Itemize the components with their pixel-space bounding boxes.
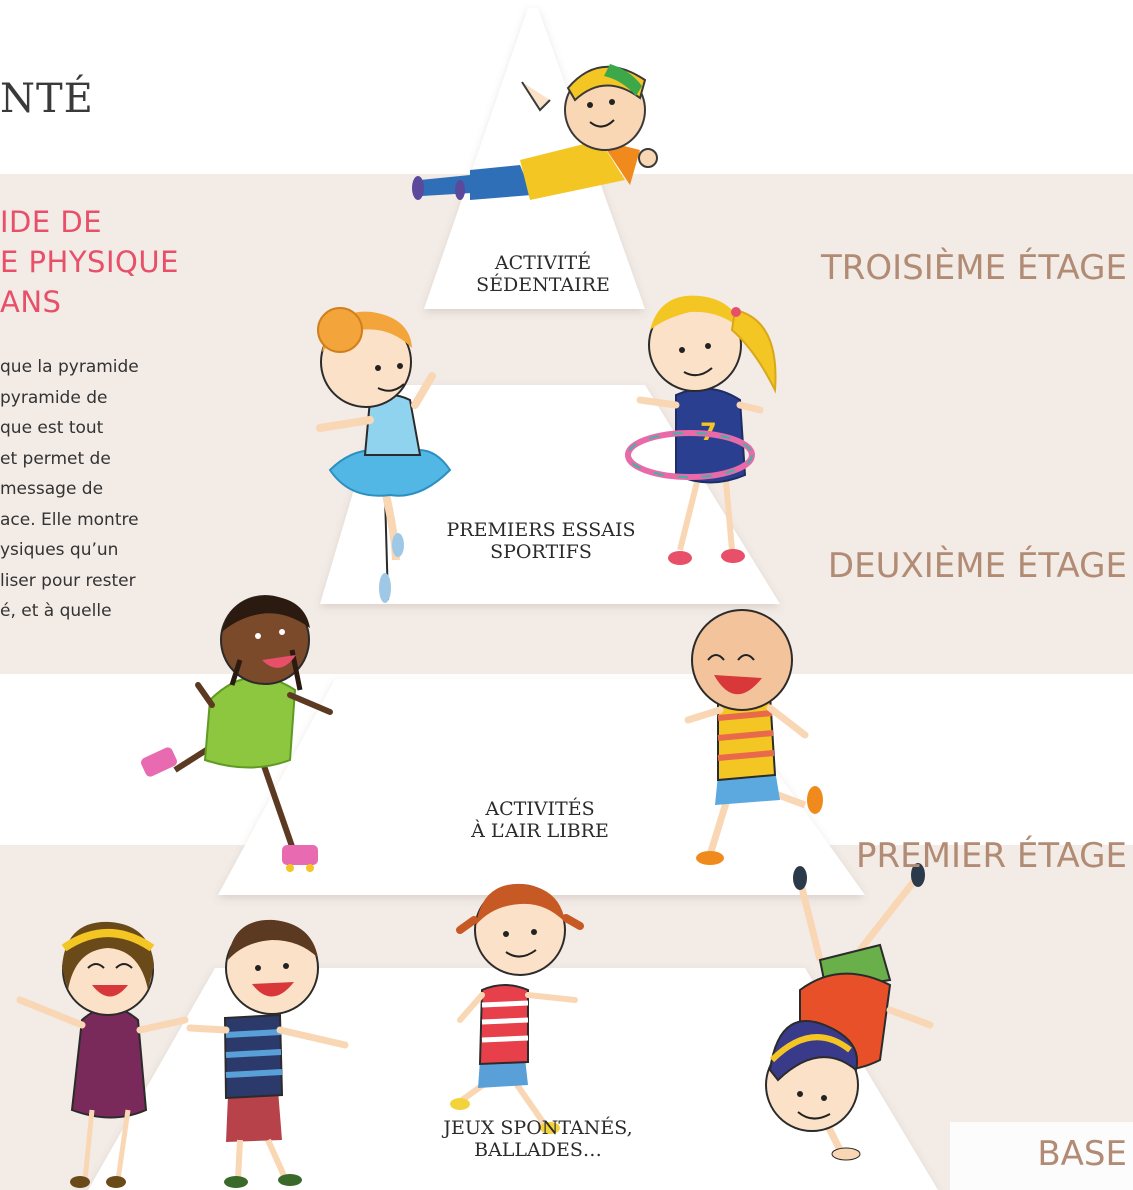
child-headband <box>16 921 189 1188</box>
floor-label-base: BASE <box>1037 1134 1127 1174</box>
level-label-sports: PREMIERS ESSAIS SPORTIFS <box>411 519 671 563</box>
child-cartwheel <box>765 863 934 1161</box>
child-running <box>684 609 823 865</box>
child-roller <box>141 595 333 872</box>
section-heading: IDE DE E PHYSIQUE ANS <box>0 202 179 322</box>
floor-label-first: PREMIER ÉTAGE <box>856 836 1127 876</box>
paragraph-line: ysiques qu’un <box>0 540 119 560</box>
child-pigtails <box>450 883 584 1134</box>
heading-line: ANS <box>0 285 62 319</box>
child-lying-top <box>412 64 658 200</box>
level-label-sedentary: ACTIVITÉ SÉDENTAIRE <box>443 252 643 296</box>
tier-first <box>218 679 865 895</box>
level-label-outdoor: ACTIVITÉS À L’AIR LIBRE <box>420 798 660 842</box>
child-hula: 7 <box>625 295 777 565</box>
level-line: PREMIERS ESSAIS <box>446 519 636 541</box>
floor-label-third: TROISIÈME ÉTAGE <box>821 248 1127 288</box>
paragraph-line: que est tout <box>0 418 104 438</box>
level-line: ACTIVITÉS <box>485 798 595 820</box>
paragraph-line: liser pour rester <box>0 570 136 591</box>
heading-line: E PHYSIQUE <box>0 245 179 279</box>
pyramid-tiers <box>88 8 938 1190</box>
paragraph-line: pyramide de <box>0 387 108 408</box>
floor-label-second: DEUXIÈME ÉTAGE <box>827 546 1127 586</box>
paragraph-line: et permet de <box>0 448 111 469</box>
level-line: SÉDENTAIRE <box>476 274 610 296</box>
intro-paragraph: que la pyramide pyramide de que est tout… <box>0 352 139 627</box>
level-line: BALLADES… <box>474 1139 602 1161</box>
tier-second <box>320 385 780 604</box>
level-line: ACTIVITÉ <box>494 252 592 274</box>
paragraph-line: ace. Elle montre <box>0 509 139 530</box>
paragraph-line: message de <box>0 479 104 499</box>
paragraph-line: é, et à quelle <box>0 601 112 621</box>
level-line: À L’AIR LIBRE <box>471 820 609 842</box>
child-stripes <box>186 919 349 1188</box>
level-line: SPORTIFS <box>490 541 592 563</box>
level-line: JEUX SPONTANÉS, <box>443 1117 633 1139</box>
paragraph-line: que la pyramide <box>0 357 139 377</box>
level-label-games: JEUX SPONTANÉS, BALLADES… <box>403 1117 673 1161</box>
base-label-backdrop <box>950 1122 1133 1190</box>
heading-line: IDE DE <box>0 205 103 239</box>
child-ballerina <box>316 307 452 603</box>
page-title: NTÉ <box>0 76 94 122</box>
